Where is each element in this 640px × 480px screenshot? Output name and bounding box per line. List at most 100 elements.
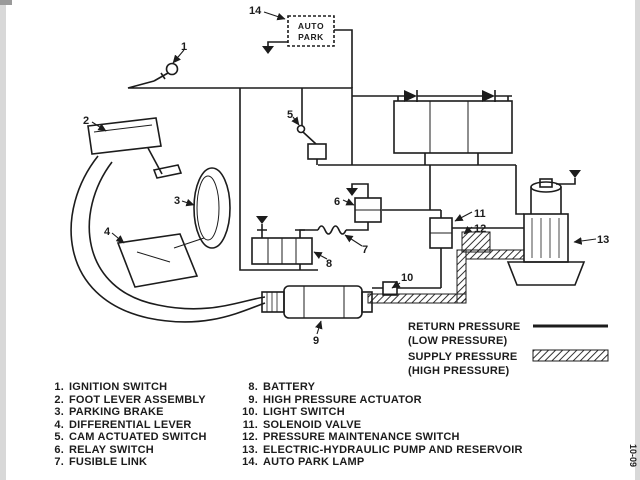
reservoir-body [523,213,569,263]
pressure-maintenance-switch [461,231,491,253]
callout-7: 7 [362,244,368,256]
cam-actuated-switch [296,124,327,160]
legend-return-line2: (LOW PRESSURE) [408,335,507,347]
part-label-6: RELAY SWITCH [69,444,154,456]
callout-8: 8 [326,258,332,270]
leader-line-12 [463,226,473,235]
ground-triangle [346,188,358,196]
part-label-14: AUTO PARK LAMP [263,456,364,468]
drum-inner [196,175,220,241]
manifold-body [393,100,513,154]
part-num-10: 10. [242,406,258,418]
part-num-4: 4. [54,419,64,431]
manifold-dividers [429,101,469,153]
leader-line-14 [263,11,286,21]
wire-diode-line [352,95,512,101]
valve-manifold [393,100,513,154]
solenoid-valve [429,217,453,249]
pump-and-reservoir [506,178,586,286]
auto-park-label-line2: PARK [298,32,324,42]
part-label-10: LIGHT SWITCH [263,406,345,418]
ground-icon-lamp [262,41,288,54]
motor-sides [530,187,562,214]
callout-10: 10 [401,272,413,284]
callout-9: 9 [313,335,319,347]
callout-5: 5 [287,109,293,121]
parking-brake-drum [193,167,231,249]
part-label-13: ELECTRIC-HYDRAULIC PUMP AND RESERVOIR [263,444,523,456]
diode-triangle [482,90,495,102]
part-num-3: 3. [54,406,64,418]
ground-symbols [256,41,581,230]
lever-bracket [87,117,162,155]
ground-icon-pump [556,170,581,185]
diode-icon-right [482,90,496,102]
part-label-3: PARKING BRAKE [69,406,164,418]
key-head [165,62,179,76]
leader-line-13 [573,237,597,245]
switch-body [307,143,327,160]
callouts: 1 2 3 4 5 6 7 8 9 10 11 12 13 14 [83,5,609,347]
part-label-5: CAM ACTUATED SWITCH [69,431,207,443]
wire-lamp-feed [334,29,353,88]
diode-triangle [404,90,417,102]
wire-battery-terminals [261,222,369,238]
diode-icons [404,90,496,102]
scan-edge-right [635,0,640,480]
diode-icon-left [404,90,418,102]
actuator-body [283,285,363,319]
cable-upper [70,155,266,323]
page-code: 10-09 [628,444,638,467]
callout-11: 11 [474,208,486,220]
callout-13: 13 [597,234,609,246]
legend-return-line1: RETURN PRESSURE [408,321,520,333]
light-switch-symbol [382,281,398,296]
legend-supply-sample-band [532,349,609,362]
part-num-7: 7. [54,456,64,468]
ground-stub [351,183,369,198]
cable-lower [88,161,266,310]
key-shaft [153,72,169,82]
wire-pump-feed [515,165,524,215]
pump-base [506,261,586,286]
part-num-8: 8. [248,381,258,393]
wire-battery-branch [239,88,318,271]
leader-line-11 [454,211,473,222]
leader-line-1 [172,49,185,64]
ground-stub [556,178,576,185]
part-num-1: 1. [54,381,64,393]
wire-manifold-stubs [424,153,479,165]
actuator-cable-entry [261,291,285,313]
part-label-1: IGNITION SWITCH [69,381,167,393]
switch-pivot [296,124,306,134]
pedal-arm [147,147,163,175]
leader-line-6 [342,198,355,206]
callout-2: 2 [83,115,89,127]
callout-14: 14 [249,5,262,17]
high-pressure-actuator [261,285,373,319]
lever-detail [136,251,171,263]
cable-entry-ribs [266,292,278,312]
ground-icon-battery [256,216,268,230]
ground-triangle [256,216,268,224]
part-num-5: 5. [54,431,64,443]
part-num-14: 14. [242,456,258,468]
fusible-link-symbol [317,225,347,235]
callout-6: 6 [334,196,340,208]
scan-edge-left [0,0,6,480]
foot-lever-assembly [87,117,183,179]
actuator-end-cap [361,291,373,313]
part-num-9: 9. [248,394,258,406]
callout-1: 1 [181,41,187,53]
callout-4: 4 [104,226,111,238]
pump-top-stub [539,178,553,188]
part-num-13: 13. [242,444,258,456]
leader-line-10 [391,280,401,289]
part-label-2: FOOT LEVER ASSEMBLY [69,394,206,406]
part-num-11: 11. [243,419,258,431]
ground-triangle [262,46,274,54]
auto-park-label-line1: AUTO [298,21,324,31]
drum-outer [193,167,231,249]
parts-list: 1. IGNITION SWITCH 2. FOOT LEVER ASSEMBL… [54,381,522,468]
